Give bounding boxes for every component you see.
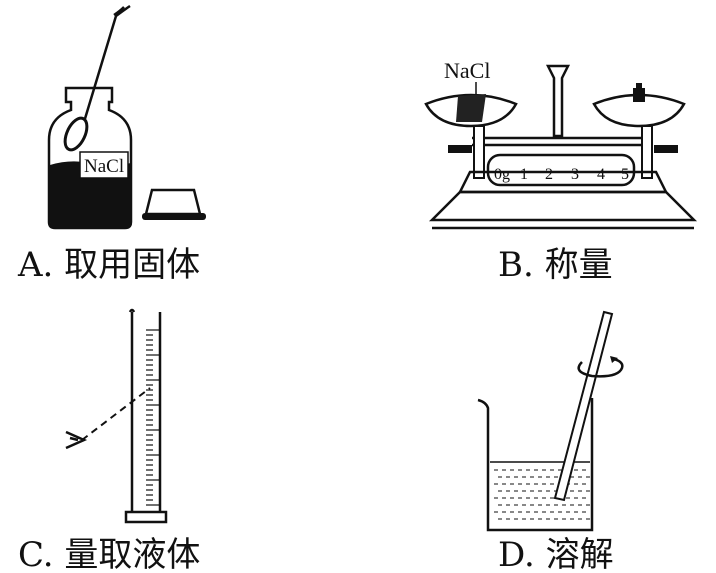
jar-label-box	[79, 151, 129, 179]
medicine-spoon	[63, 4, 131, 152]
panel-c-measure-liquid: C. 量取液体	[18, 308, 200, 573]
panel-b-label: B. 称量	[498, 245, 613, 285]
tick-3: 3	[571, 166, 579, 183]
tick-2: 2	[545, 166, 553, 183]
panel-d-label: D. 溶解	[498, 535, 614, 573]
tick-1: 1	[520, 166, 528, 183]
panel-a-take-solid: NaCl A. 取用固体	[17, 4, 206, 285]
tick-5: 5	[621, 166, 629, 183]
panel-c-label: C. 量取液体	[18, 535, 200, 573]
panel-b-weighing: NaCl 0g 1 2 3 4 5	[424, 58, 698, 285]
panel-d-dissolve: D. 溶解	[477, 310, 624, 573]
tick-0: 0g	[494, 166, 510, 183]
reagent-jar: NaCl	[47, 86, 133, 230]
weight-icon	[633, 88, 645, 102]
balance: 0g 1 2 3 4 5	[424, 64, 698, 230]
jar-label-text: NaCl	[84, 156, 124, 177]
sight-line	[81, 387, 151, 441]
scale-rider-bar	[486, 153, 636, 187]
eye-icon	[65, 430, 88, 450]
bottle-stopper	[142, 188, 206, 220]
stir-rotation-arrow	[577, 357, 624, 378]
liquid-solution	[494, 469, 590, 520]
substance-label: NaCl	[444, 58, 490, 83]
panel-a-label: A. 取用固体	[17, 245, 200, 285]
tick-4: 4	[597, 166, 605, 183]
glass-rod	[553, 310, 614, 502]
beaker	[477, 398, 594, 532]
graduated-cylinder	[124, 308, 168, 524]
scale-tick-labels: 0g 1 2 3 4 5	[494, 166, 629, 183]
